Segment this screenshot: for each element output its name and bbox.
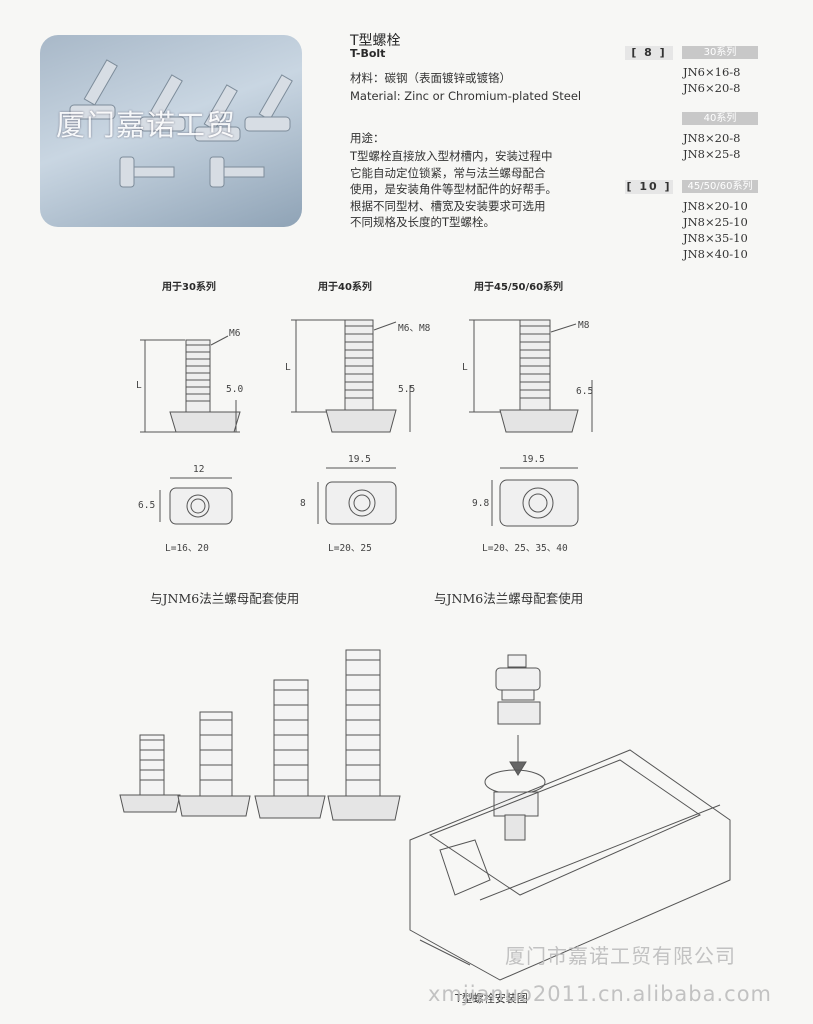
d45-length-label: L — [462, 362, 468, 373]
product-title-en: T-Bolt — [350, 47, 386, 60]
d40-width: 19.5 — [348, 454, 371, 465]
d45-head-height: 6.5 — [576, 386, 594, 397]
d30-head-height: 5.0 — [226, 384, 244, 395]
spec-item: JN8×25-10 — [683, 215, 748, 229]
t-bolt-photo-illustration — [69, 59, 293, 188]
spec-item: JN8×40-10 — [683, 247, 748, 261]
product-title-cn: T型螺栓 — [350, 33, 401, 49]
spec-item: JN6×20-8 — [683, 81, 741, 95]
series45-list: JN8×20-10 JN8×25-10 JN8×35-10 JN8×40-10 — [683, 198, 748, 262]
photo-watermark: 厦门嘉诺工贸 — [56, 108, 237, 142]
d40-length-label: L — [285, 362, 291, 373]
series30-list: JN6×16-8 JN6×20-8 — [683, 64, 740, 96]
d40-head-height: 5.5 — [398, 384, 416, 395]
spec-item: JN6×16-8 — [683, 65, 741, 79]
diagram-title-30: 用于30系列 — [162, 282, 216, 293]
usage-line: T型螺栓直接放入型材槽内，安装过程中 — [350, 149, 553, 163]
series45-tag: 45/50/60系列 — [682, 180, 758, 193]
d40-height: 8 — [300, 498, 306, 509]
slot8-badge: [ 8 ] — [625, 46, 673, 60]
company-watermark: 厦门市嘉诺工贸有限公司 — [505, 944, 736, 968]
usage-line: 不同规格及长度的T型螺栓。 — [350, 215, 496, 230]
d30-width: 12 — [193, 464, 205, 475]
d45-lengths: L=20、25、35、40 — [482, 543, 568, 554]
d45-width: 19.5 — [522, 454, 545, 465]
spec-item: JN8×20-10 — [683, 199, 748, 213]
d30-lengths: L=16、20 — [165, 543, 209, 554]
material-en: Material: Zinc or Chromium-plated Steel — [350, 89, 582, 103]
d30-height: 6.5 — [138, 500, 156, 511]
site-watermark: xmjianuo2011.cn.alibaba.com — [428, 982, 772, 1006]
diagram-title-40: 用于40系列 — [318, 282, 372, 293]
spec-item: JN8×25-8 — [683, 147, 741, 161]
usage-description: T型螺栓直接放入型材槽内，安装过程中 它能自动定位锁紧，常与法兰螺母配合 使用，… — [350, 148, 600, 231]
product-photo — [40, 35, 302, 227]
install-caption: T型螺栓安装图 — [455, 992, 528, 1005]
caption-left: 与JNM6法兰螺母配套使用 — [150, 591, 300, 606]
caption-right: 与JNM6法兰螺母配套使用 — [434, 591, 584, 606]
spec-item: JN8×35-10 — [683, 231, 748, 245]
d40-lengths: L=20、25 — [328, 543, 372, 554]
series30-tag: 30系列 — [682, 46, 758, 59]
material-cn: 材料：碳钢（表面镀锌或镀铬） — [350, 71, 511, 85]
usage-line: 使用，是安装角件等型材配件的好帮手。 — [350, 182, 557, 197]
d30-thread-label: M6 — [229, 328, 241, 339]
diagram-title-45: 用于45/50/60系列 — [474, 282, 564, 293]
usage-label: 用途： — [350, 131, 385, 145]
usage-line: 根据不同型材、槽宽及安装要求可选用 — [350, 198, 546, 213]
usage-line: 它能自动定位锁紧，常与法兰螺母配合 — [350, 165, 546, 180]
spec-item: JN8×20-8 — [683, 131, 741, 145]
series40-tag: 40系列 — [682, 112, 758, 125]
d30-length-label: L — [136, 380, 142, 391]
slot10-badge: [ 10 ] — [625, 180, 673, 194]
d45-height: 9.8 — [472, 498, 490, 509]
d40-thread-label: M6、M8 — [398, 323, 431, 334]
d45-thread-label: M8 — [578, 320, 590, 331]
series40-list: JN8×20-8 JN8×25-8 — [683, 130, 740, 162]
